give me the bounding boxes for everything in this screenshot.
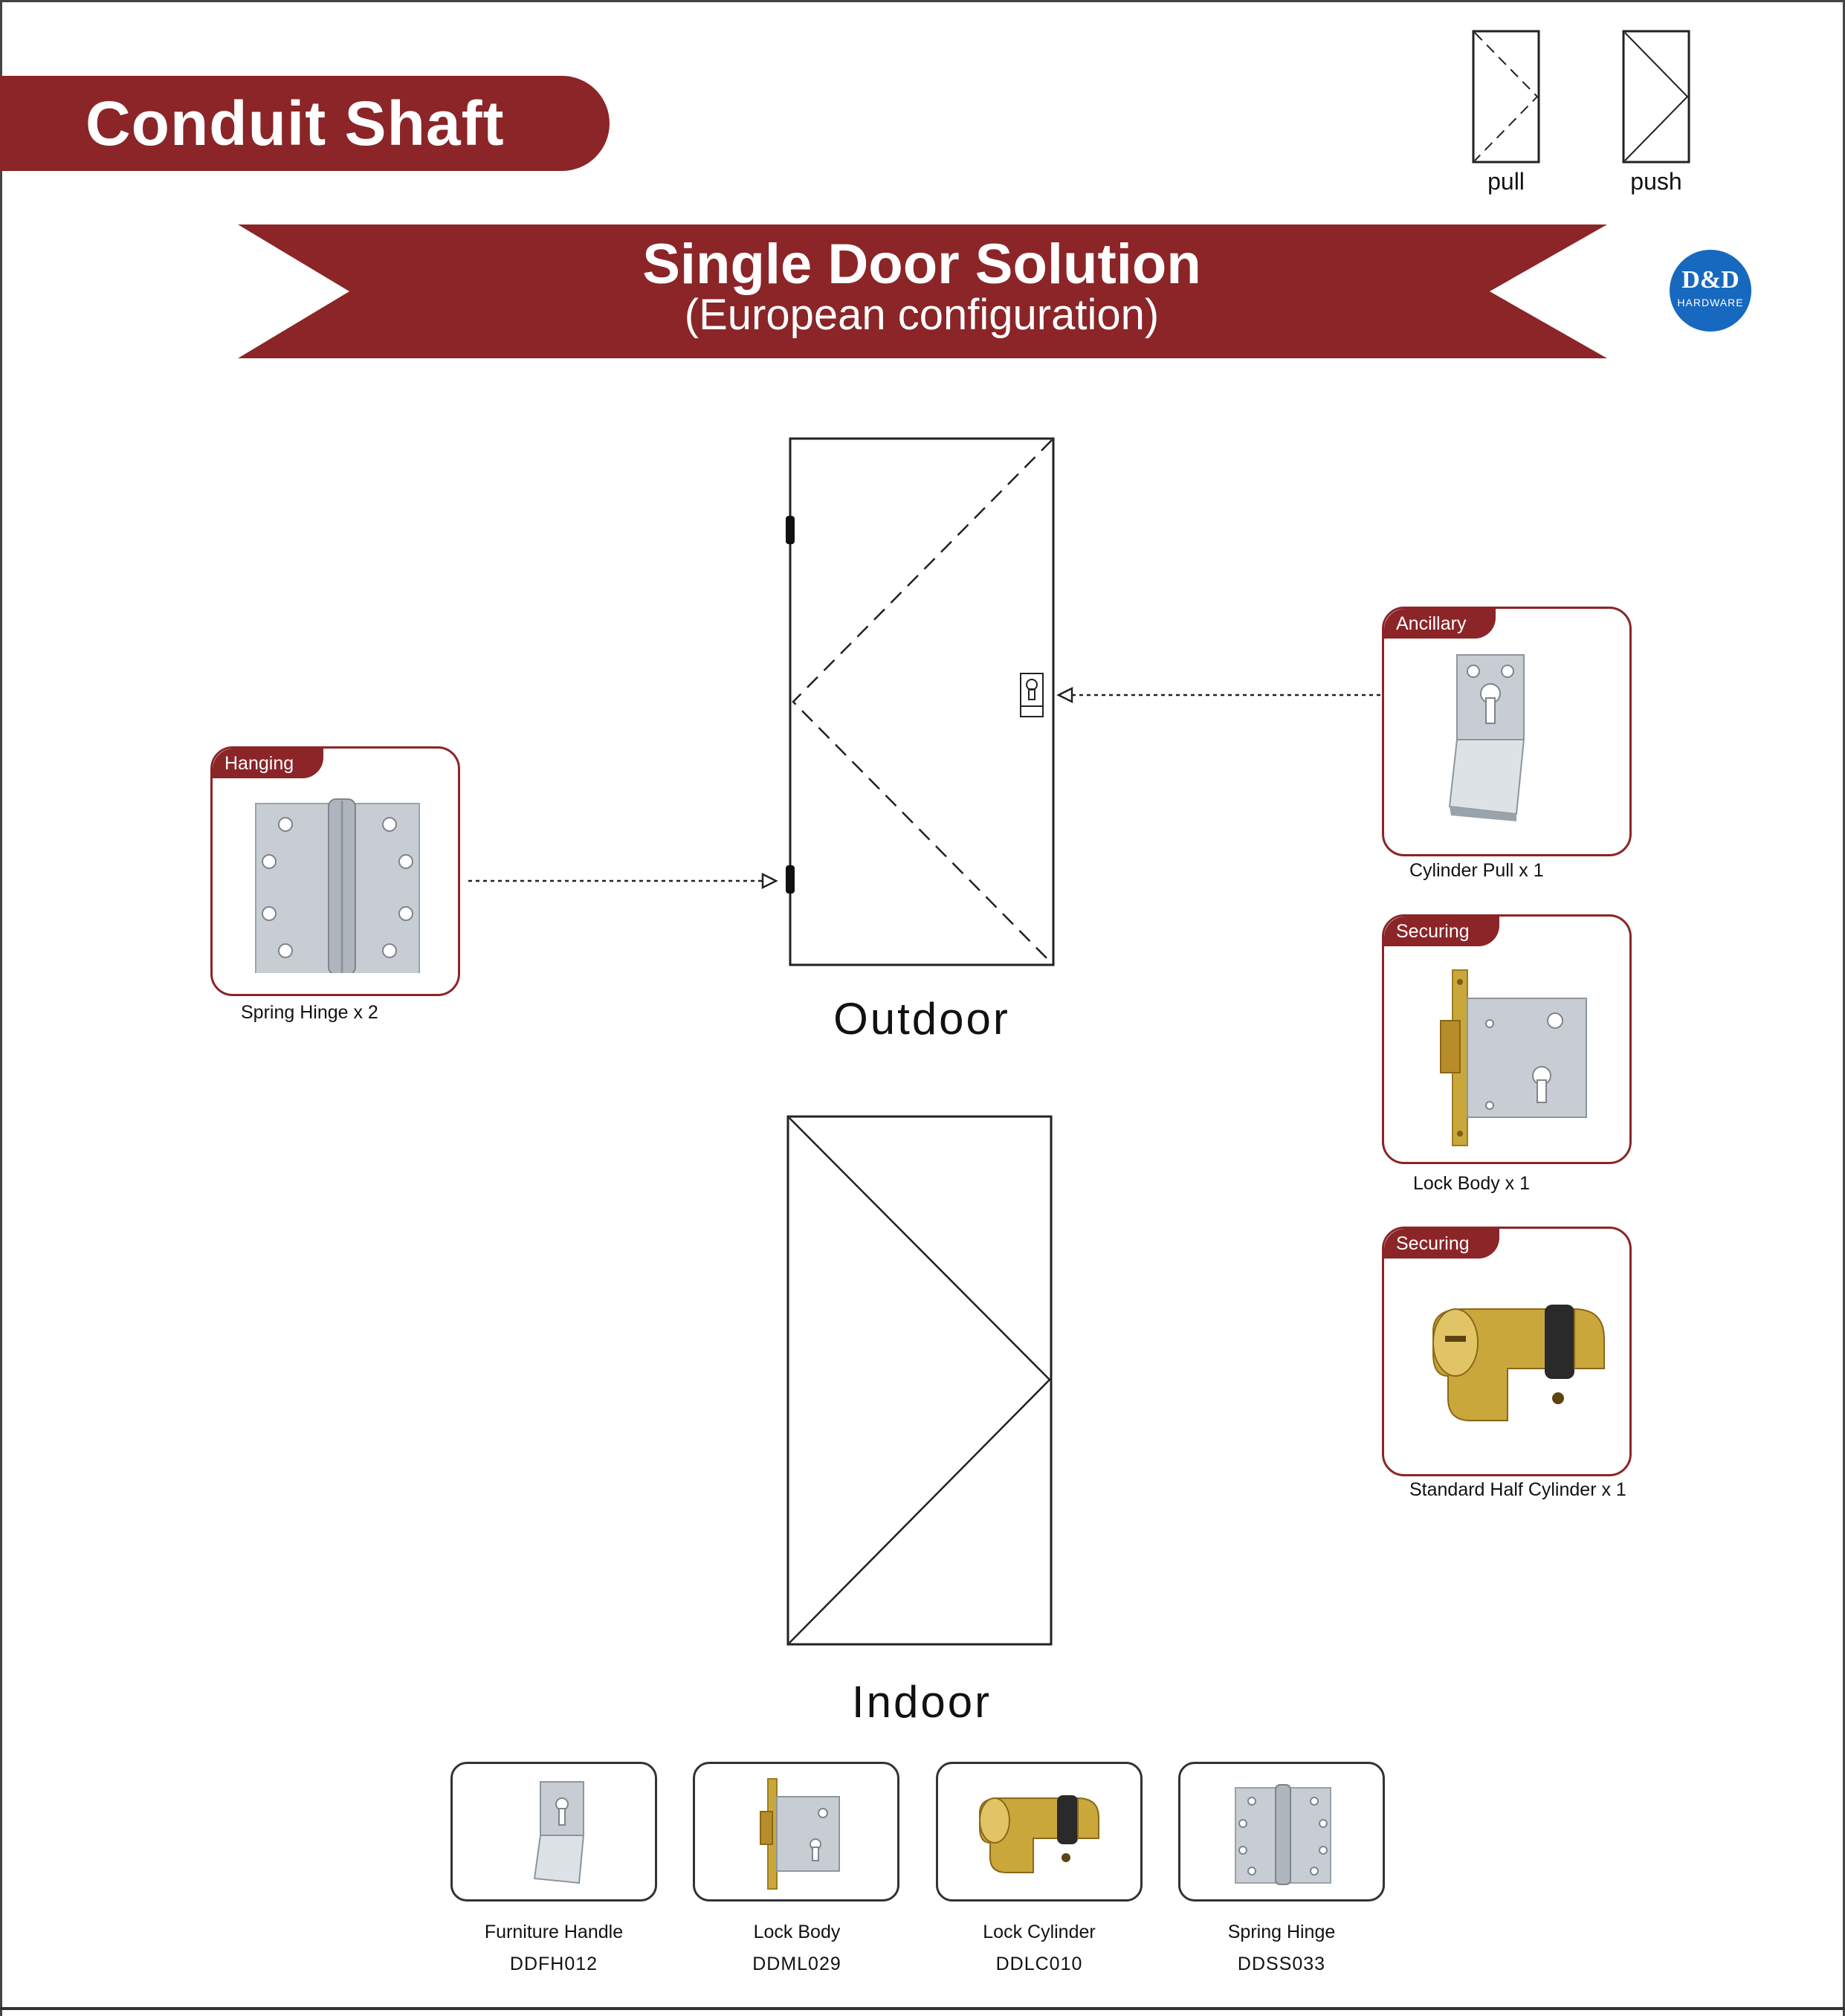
card-category-tag: Securing [1384,917,1499,946]
half-cylinder-icon [1432,1305,1605,1421]
lock-body-icon [1440,969,1587,1146]
logo-brand: D&D [1681,266,1739,294]
hinge-marker-bottom [786,865,795,894]
bottom-rule [0,2007,1845,2010]
banner-title: Single Door Solution [642,233,1201,296]
pull-door-icon [1472,30,1540,164]
hinge-connector-arrow [468,872,778,890]
legend-pull [1472,30,1542,169]
pull-label: pull [1487,168,1525,195]
card-caption-half-cylinder: Standard Half Cylinder x 1 [1409,1479,1626,1500]
outdoor-door-diagram [786,437,1055,966]
cylinder-pull-icon [1448,654,1525,821]
product-name: Lock Body [753,1922,841,1942]
half-cylinder-icon [979,1795,1099,1873]
product-card-lock-cylinder[interactable] [936,1762,1143,1902]
ribbon-banner [238,224,1607,358]
brand-logo: D&D HARDWARE [1670,250,1751,332]
component-card-securing-lock-body[interactable]: Securing [1382,914,1632,1164]
component-card-securing-cylinder[interactable]: Securing [1382,1227,1632,1476]
legend-push [1622,30,1692,169]
card-caption-lock-body: Lock Body x 1 [1413,1173,1531,1194]
product-code: DDSS033 [1237,1954,1326,1974]
product-code: DDML029 [752,1954,841,1974]
card-category-tag: Hanging [213,749,324,778]
push-door-icon [1622,30,1690,164]
spring-hinge-icon [1235,1784,1331,1885]
indoor-label: Indoor [851,1677,992,1727]
product-code: DDFH012 [509,1954,598,1974]
product-code: DDLC010 [995,1954,1083,1974]
component-card-hanging[interactable]: Hanging [210,746,460,996]
pull-connector-arrow [1056,686,1381,704]
product-card-furniture-handle[interactable] [450,1762,657,1902]
component-card-ancillary[interactable]: Ancillary [1382,607,1632,856]
hinge-marker-top [786,516,795,544]
cylinder-pull-icon [533,1781,585,1884]
product-name: Furniture Handle [484,1922,624,1942]
banner-subtitle: (European configuration) [684,291,1160,339]
indoor-door-diagram [786,1115,1053,1646]
card-category-tag: Securing [1384,1229,1499,1259]
outdoor-label: Outdoor [833,994,1010,1044]
card-caption-spring-hinge: Spring Hinge x 2 [241,1002,378,1023]
cylinder-pull-marker [1020,673,1044,717]
product-name: Spring Hinge [1227,1922,1336,1942]
product-card-spring-hinge[interactable] [1178,1762,1385,1902]
spring-hinge-icon [255,798,420,973]
title-tab: Conduit Shaft [0,76,610,171]
push-label: push [1630,168,1682,195]
card-caption-cylinder-pull: Cylinder Pull x 1 [1409,860,1544,881]
card-category-tag: Ancillary [1384,609,1496,639]
page-title: Conduit Shaft [85,88,505,158]
lock-body-icon [760,1778,840,1890]
product-card-lock-body[interactable] [693,1762,899,1902]
logo-tagline: HARDWARE [1677,297,1744,308]
product-name: Lock Cylinder [983,1922,1096,1942]
